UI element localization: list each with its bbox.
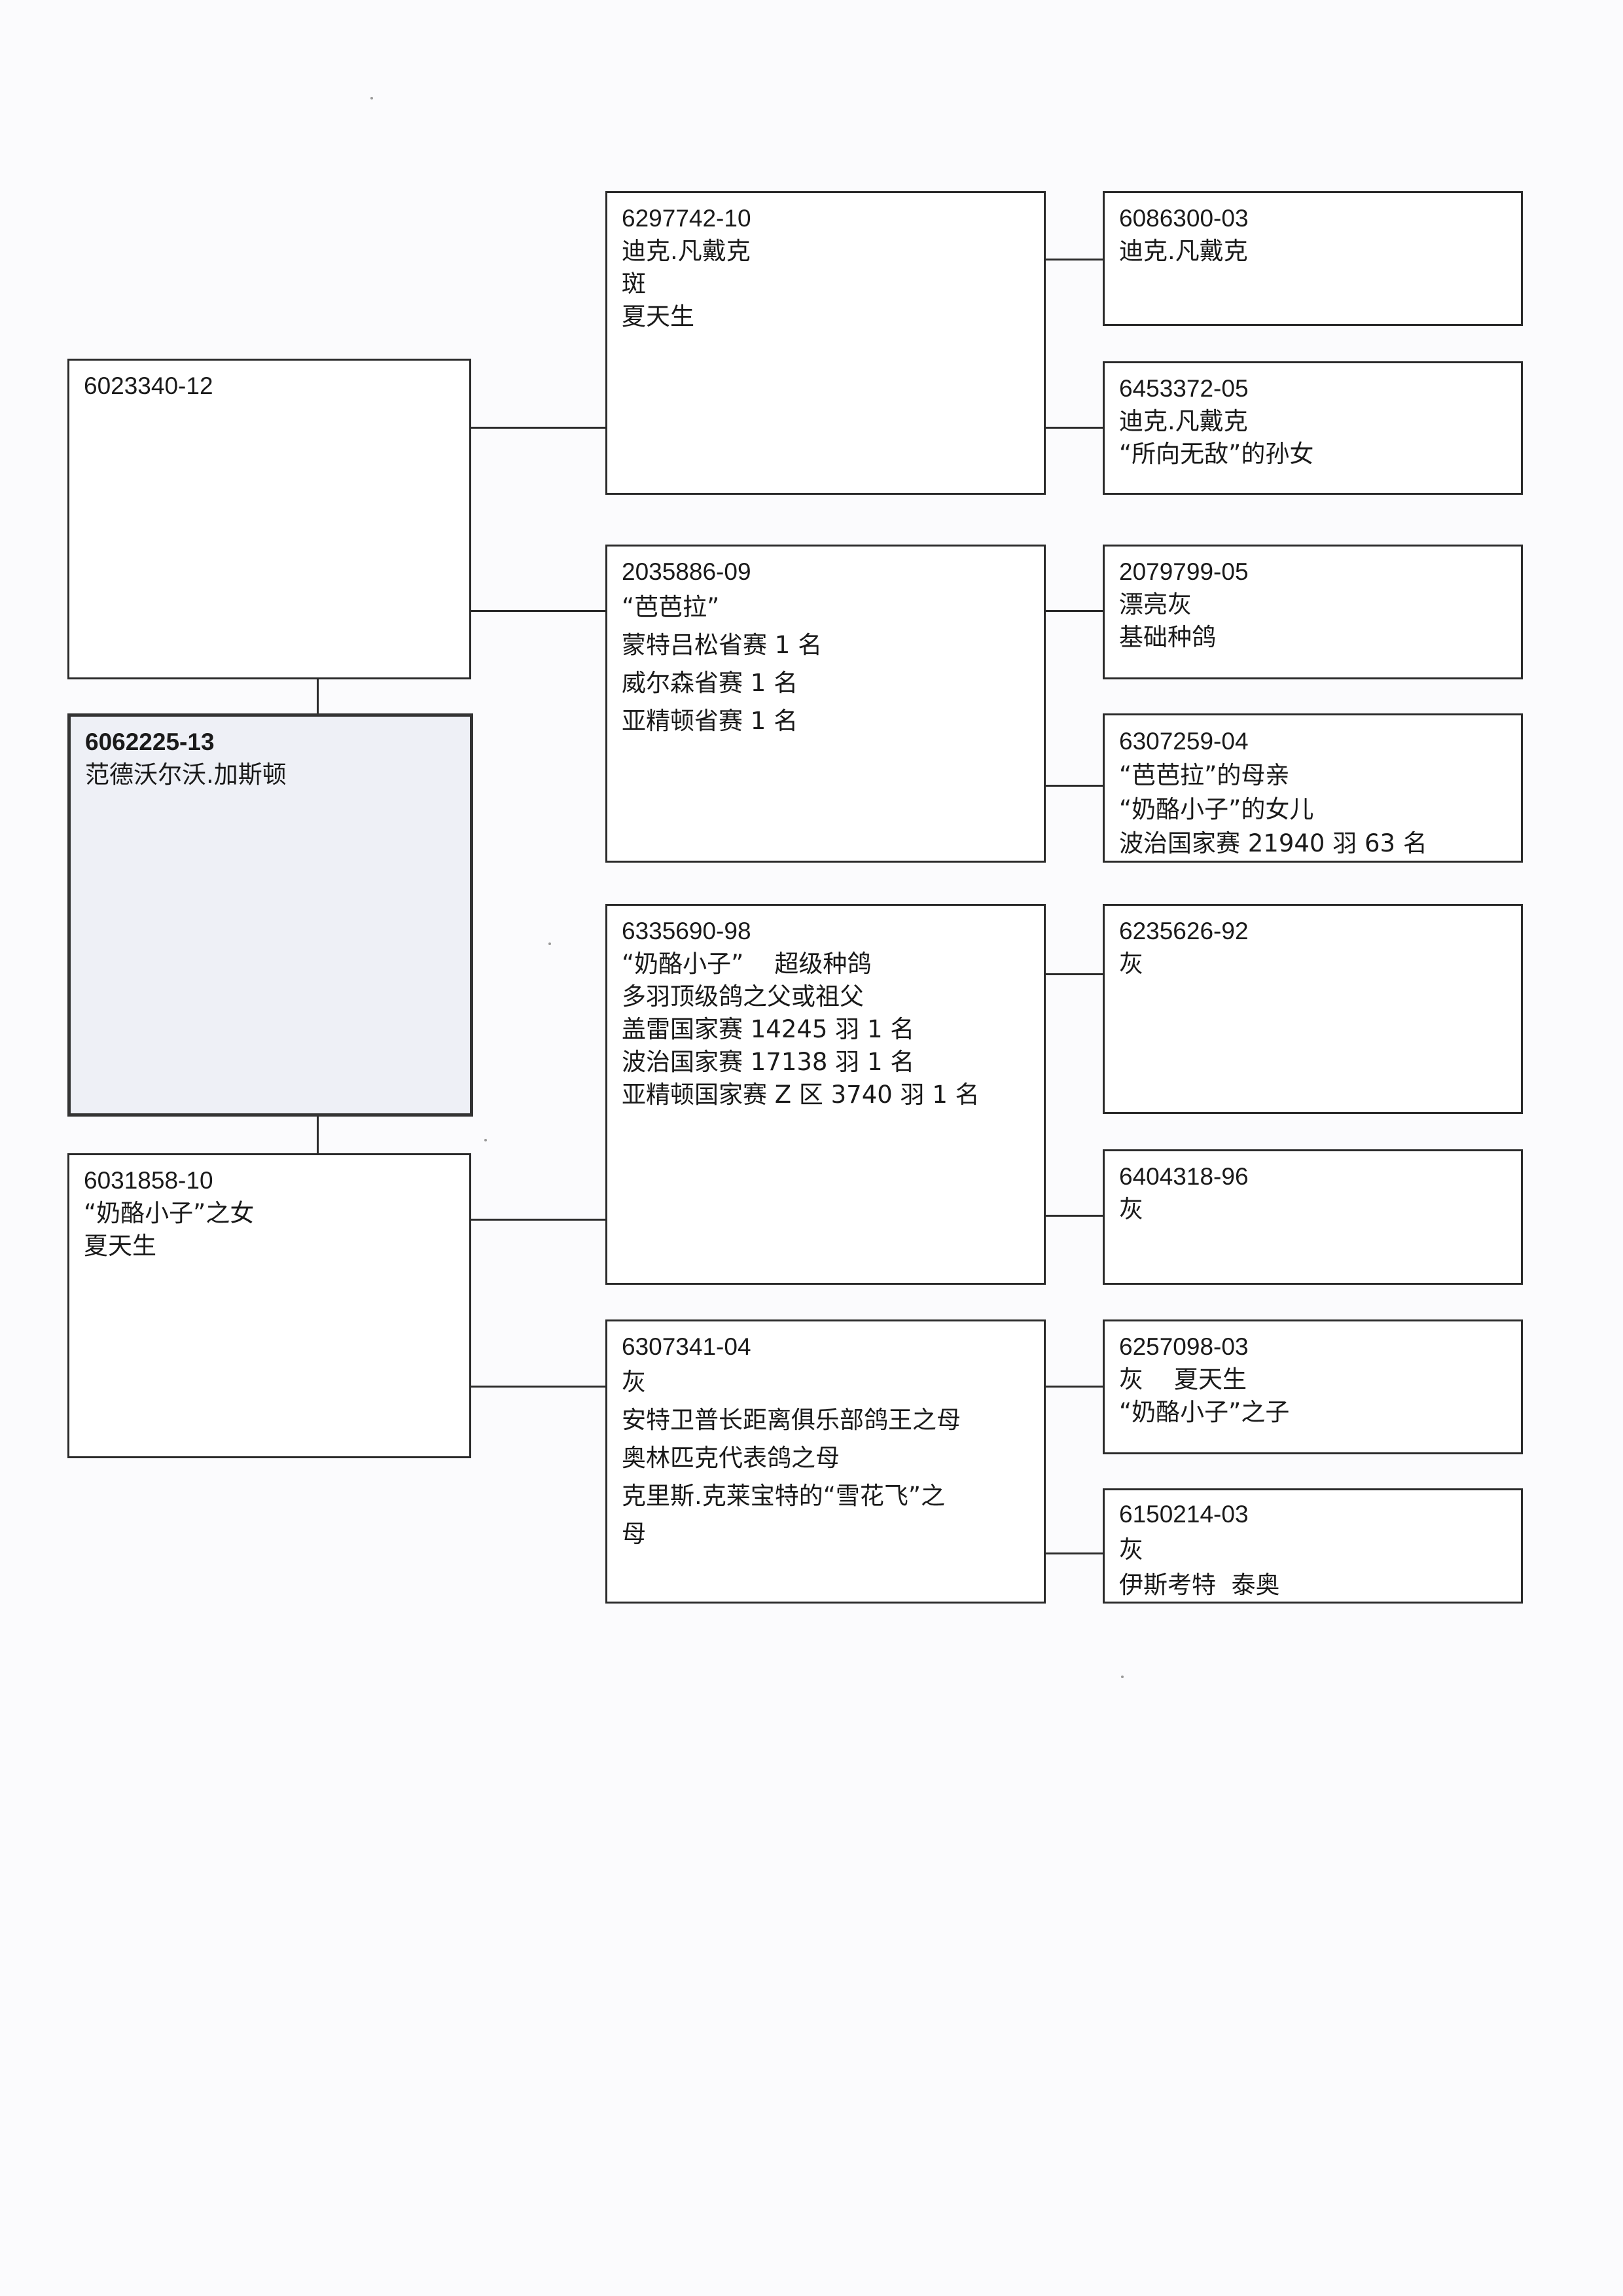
pedigree-card-sire: 6023340-12: [67, 359, 471, 679]
pedigree-card-sire-sire: 6297742-10 迪克.凡戴克 斑 夏天生: [605, 191, 1046, 495]
info-line: 多羽顶级鸽之父或祖父: [622, 982, 864, 1011]
info-line: “芭芭拉”: [622, 593, 720, 621]
scan-speck: [548, 942, 551, 945]
ring-number: 6150214-03: [1119, 1501, 1249, 1528]
connector-line: [1046, 1215, 1103, 1217]
pigeon-name: 范德沃尔沃.加斯顿: [85, 761, 287, 789]
pedigree-card-ss-sire: 6086300-03 迪克.凡戴克: [1103, 191, 1523, 326]
info-line: 漂亮灰: [1119, 590, 1192, 619]
info-line: 波治国家赛 21940 羽 63 名: [1119, 829, 1427, 857]
info-line: 迪克.凡戴克: [1119, 407, 1248, 435]
pedigree-card-ss-dam: 6453372-05 迪克.凡戴克 “所向无敌”的孙女: [1103, 361, 1523, 495]
pedigree-card-sd-sire: 2079799-05 漂亮灰 基础种鸽: [1103, 545, 1523, 679]
info-line: “奶酪小子”之女: [84, 1199, 255, 1227]
pedigree-card-sd-dam: 6307259-04 “芭芭拉”的母亲 “奶酪小子”的女儿 波治国家赛 2194…: [1103, 713, 1523, 863]
info-line: “芭芭拉”的母亲: [1119, 761, 1290, 789]
ring-number: 6404318-96: [1119, 1163, 1249, 1190]
info-line: 灰: [1119, 1195, 1143, 1223]
info-line: 迪克.凡戴克: [622, 237, 751, 265]
info-line: 迪克.凡戴克: [1119, 237, 1248, 265]
info-line: 伊斯考特 泰奥: [1119, 1571, 1280, 1599]
ring-number: 6297742-10: [622, 205, 751, 232]
ring-number: 6257098-03: [1119, 1333, 1249, 1360]
info-line: “奶酪小子” 超级种鸽: [622, 950, 872, 978]
info-line: 威尔森省赛 1 名: [622, 669, 798, 697]
connector-line: [1046, 1552, 1103, 1554]
info-line: 亚精顿国家赛 Z 区 3740 羽 1 名: [622, 1081, 980, 1109]
ring-number: 6307259-04: [1119, 728, 1249, 755]
pedigree-card-ds-sire: 6235626-92 灰: [1103, 904, 1523, 1114]
scan-speck: [1121, 1676, 1124, 1678]
connector-line: [317, 679, 319, 713]
connector-line: [1046, 259, 1103, 260]
info-line: 夏天生: [622, 302, 694, 331]
pedigree-card-ds-dam: 6404318-96 灰: [1103, 1149, 1523, 1285]
ring-number: 6335690-98: [622, 918, 751, 944]
pedigree-card-dd-sire: 6257098-03 灰 夏天生 “奶酪小子”之子: [1103, 1319, 1523, 1454]
ring-number: 6023340-12: [84, 372, 213, 399]
info-line: 母: [622, 1520, 646, 1548]
connector-line: [1046, 610, 1103, 612]
pedigree-card-dam-sire: 6335690-98 “奶酪小子” 超级种鸽 多羽顶级鸽之父或祖父 盖雷国家赛 …: [605, 904, 1046, 1285]
pedigree-card-dam-dam: 6307341-04 灰 安特卫普长距离俱乐部鸽王之母 奥林匹克代表鸽之母 克里…: [605, 1319, 1046, 1604]
ring-number: 6062225-13: [85, 728, 215, 755]
info-line: 基础种鸽: [1119, 623, 1216, 651]
info-line: “所向无敌”的孙女: [1119, 440, 1314, 468]
info-line: 奥林匹克代表鸽之母: [622, 1444, 840, 1472]
ring-number: 2079799-05: [1119, 558, 1249, 585]
connector-line: [1046, 1386, 1103, 1388]
connector-line: [1046, 785, 1103, 787]
scan-speck: [484, 1139, 487, 1141]
ring-number: 6453372-05: [1119, 375, 1249, 402]
connector-line: [471, 427, 605, 429]
info-line: “奶酪小子”的女儿: [1119, 795, 1314, 823]
info-line: 亚精顿省赛 1 名: [622, 707, 798, 735]
ring-number: 6235626-92: [1119, 918, 1249, 944]
pedigree-card-dam: 6031858-10 “奶酪小子”之女 夏天生: [67, 1153, 471, 1458]
pedigree-card-subject: 6062225-13 范德沃尔沃.加斯顿: [67, 713, 473, 1117]
connector-line: [1046, 427, 1103, 429]
connector-line: [317, 1117, 319, 1153]
info-line: 克里斯.克莱宝特的“雪花飞”之: [622, 1482, 946, 1510]
info-line: 夏天生: [84, 1232, 156, 1260]
info-line: 灰: [622, 1368, 646, 1396]
pedigree-card-dd-dam: 6150214-03 灰 伊斯考特 泰奥: [1103, 1488, 1523, 1604]
pedigree-card-sire-dam: 2035886-09 “芭芭拉” 蒙特吕松省赛 1 名 威尔森省赛 1 名 亚精…: [605, 545, 1046, 863]
info-line: “奶酪小子”之子: [1119, 1398, 1290, 1426]
info-line: 蒙特吕松省赛 1 名: [622, 631, 823, 659]
info-line: 斑: [622, 270, 646, 298]
scan-speck: [370, 97, 373, 99]
ring-number: 6086300-03: [1119, 205, 1249, 232]
ring-number: 6307341-04: [622, 1333, 751, 1360]
connector-line: [471, 1386, 605, 1388]
ring-number: 6031858-10: [84, 1167, 213, 1194]
info-line: 波治国家赛 17138 羽 1 名: [622, 1048, 915, 1076]
connector-line: [1046, 973, 1103, 975]
info-line: 灰: [1119, 950, 1143, 978]
info-line: 盖雷国家赛 14245 羽 1 名: [622, 1015, 915, 1043]
info-line: 灰: [1119, 1535, 1143, 1564]
info-line: 灰 夏天生: [1119, 1365, 1247, 1393]
info-line: 安特卫普长距离俱乐部鸽王之母: [622, 1406, 961, 1434]
connector-line: [471, 1219, 605, 1221]
ring-number: 2035886-09: [622, 558, 751, 585]
connector-line: [471, 610, 605, 612]
